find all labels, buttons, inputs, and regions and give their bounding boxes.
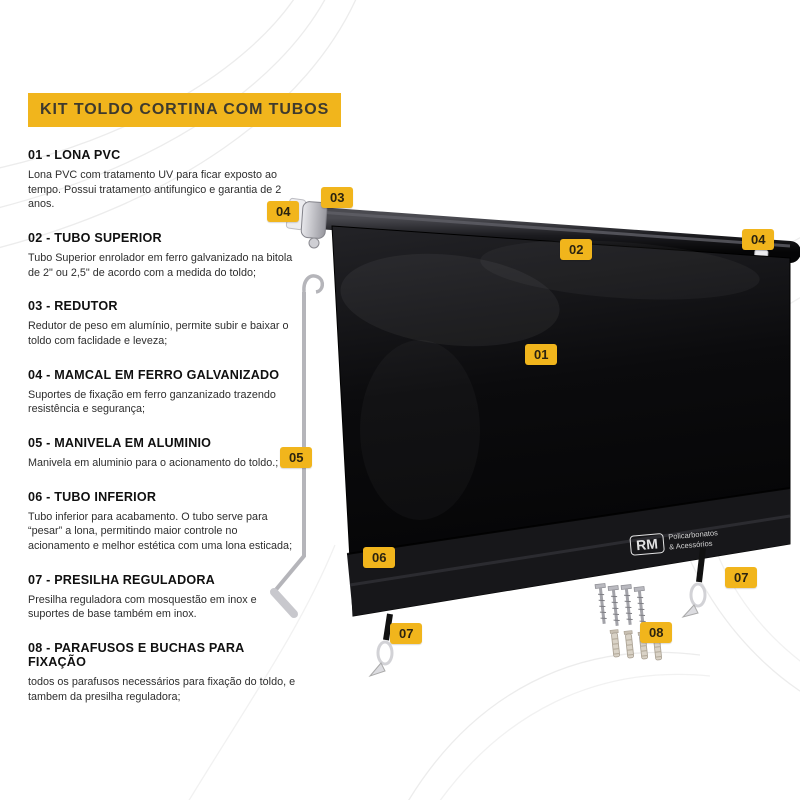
part-badge-08: 08: [640, 622, 673, 643]
list-item-lona-pvc: 01 - LONA PVC Lona PVC com tratamento UV…: [28, 148, 300, 212]
part-badge-05: 05: [280, 447, 313, 468]
roller-tube-illustration: [307, 207, 800, 263]
list-item-mamcal: 04 - MAMCAL EM FERRO GALVANIZADO Suporte…: [28, 368, 300, 417]
part-badge-07-right: 07: [725, 567, 758, 588]
item-description: Lona PVC com tratamento UV para ficar ex…: [28, 169, 282, 211]
list-item-redutor: 03 - REDUTOR Redutor de peso em alumínio…: [28, 299, 300, 348]
item-heading: 08 - PARAFUSOS E BUCHAS PARA FIXAÇÃO: [28, 641, 244, 670]
part-badge-01: 01: [525, 344, 558, 365]
crank-handle-illustration: [270, 274, 325, 618]
item-heading: 03 - REDUTOR: [28, 299, 118, 314]
item-description: Suportes de fixação em ferro ganzanizado…: [28, 388, 276, 416]
item-heading: 06 - TUBO INFERIOR: [28, 489, 157, 504]
bottom-tube-illustration: [346, 487, 791, 616]
list-item-parafusos: 08 - PARAFUSOS E BUCHAS PARA FIXAÇÃO tod…: [28, 641, 300, 704]
item-heading: 02 - TUBO SUPERIOR: [28, 231, 162, 246]
list-item-tubo-inferior: 06 - TUBO INFERIOR Tubo inferior para ac…: [28, 490, 300, 554]
brand-logo-abbr: RM: [629, 532, 665, 556]
part-badge-04-right: 04: [742, 229, 775, 250]
item-description: Manivela em aluminio para o acionamento …: [28, 457, 279, 470]
list-item-manivela: 05 - MANIVELA EM ALUMINIO Manivela em al…: [28, 436, 300, 471]
list-item-presilha: 07 - PRESILHA REGULADORA Presilha regula…: [28, 573, 300, 622]
screws-illustration: [594, 583, 646, 627]
page-title: KIT TOLDO CORTINA COM TUBOS: [28, 93, 342, 127]
item-description: Tubo inferior para acabamento. O tubo se…: [28, 510, 293, 553]
item-heading: 05 - MANIVELA EM ALUMINIO: [28, 436, 212, 451]
parts-list: 01 - LONA PVC Lona PVC com tratamento UV…: [28, 148, 300, 723]
strap-hook-right-illustration: [681, 547, 707, 618]
item-description: Tubo Superior enrolador em ferro galvani…: [28, 252, 293, 279]
part-badge-06: 06: [363, 547, 396, 568]
brand-logo-name: Policarbonatos & Acessórios: [668, 528, 719, 552]
item-heading: 01 - LONA PVC: [28, 148, 121, 162]
item-heading: 07 - PRESILHA REGULADORA: [28, 572, 215, 587]
item-heading: 04 - MAMCAL EM FERRO GALVANIZADO: [28, 367, 280, 382]
item-description: Redutor de peso em alumínio, permite sub…: [28, 320, 289, 348]
item-description: Presilha reguladora com mosquestão em in…: [28, 593, 257, 621]
item-description: todos os parafusos necessários para fixa…: [28, 676, 296, 703]
part-badge-03: 03: [321, 187, 354, 208]
part-badge-07-left: 07: [390, 623, 423, 644]
list-item-tubo-superior: 02 - TUBO SUPERIOR Tubo Superior enrolad…: [28, 231, 300, 280]
part-badge-02: 02: [560, 239, 593, 260]
part-badge-04-left: 04: [267, 201, 300, 222]
strap-hook-left-illustration: [368, 613, 394, 678]
